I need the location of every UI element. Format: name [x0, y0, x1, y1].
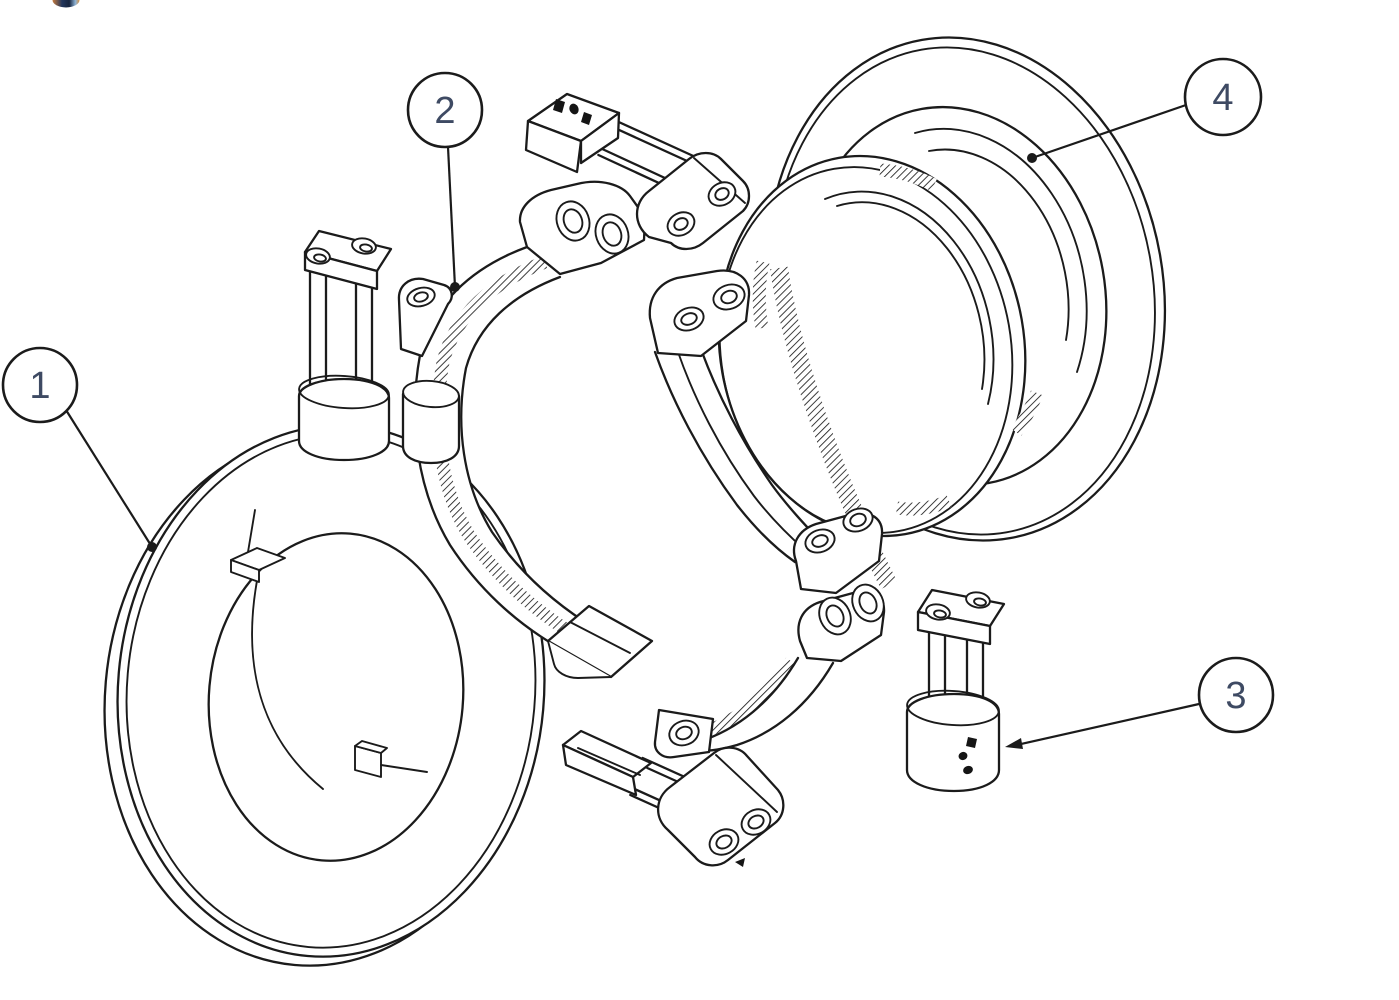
balloon-2-label: 2: [434, 90, 455, 132]
balloon-4: 4: [1027, 57, 1263, 163]
part-1-flange-disc: [103, 424, 546, 967]
part-4-flanged-ring: [717, 36, 1167, 590]
leader-dot-2: [450, 282, 460, 292]
leader-dot-1: [147, 542, 157, 552]
part-2-clamp-left-half: [397, 180, 654, 679]
part-2-clamp-bottom-segment: [653, 583, 886, 759]
balloon-3: 3: [1005, 656, 1275, 749]
part-2-clamp-right-half: [648, 269, 884, 595]
t-bolt-assembly-right: [905, 588, 1006, 793]
leader-dot-4: [1027, 153, 1037, 163]
balloon-1-label: 1: [29, 365, 50, 407]
t-bolt-assembly-top: [524, 92, 751, 251]
clipped-logo-icon: [52, 0, 80, 8]
balloon-3-label: 3: [1225, 675, 1246, 717]
balloon-1: 1: [1, 346, 157, 552]
leader-arrowhead-3: [1005, 738, 1023, 749]
balloon-2: 2: [406, 71, 484, 292]
balloon-4-label: 4: [1212, 77, 1233, 119]
t-bolt-assembly-left: [297, 229, 393, 462]
t-bolt-assembly-bottom: [561, 729, 785, 867]
